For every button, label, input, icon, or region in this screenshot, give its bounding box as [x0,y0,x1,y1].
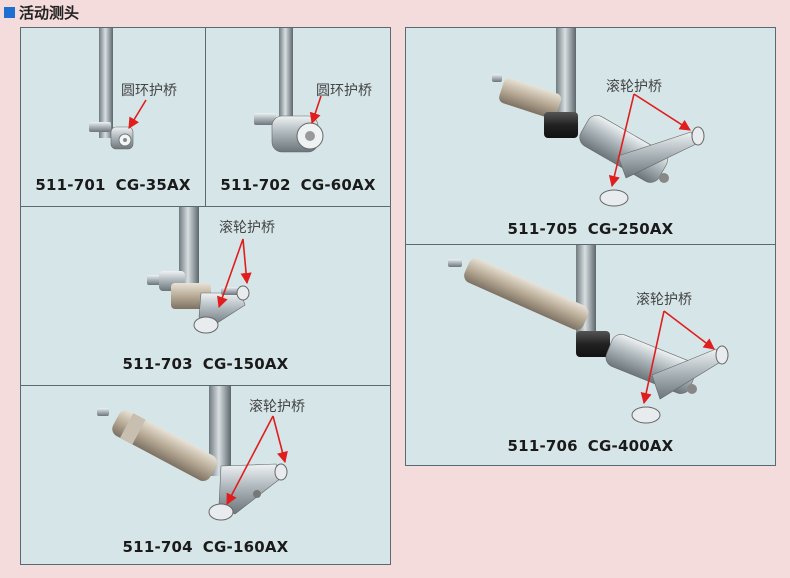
product-code: 511-704 [122,538,193,556]
product-code: 511-701 [35,176,106,194]
section-header: 活动测头 [4,2,79,22]
bridge-label: 圆环护桥 [121,83,177,99]
model-name: CG-400AX [587,437,674,455]
model-name: CG-60AX [300,176,376,194]
blue-square-icon [4,6,15,18]
probe-panel-511-704: 滚轮护桥 511-704 CG-160AX [20,385,391,565]
bridge-label: 滚轮护桥 [606,79,662,95]
model-name: CG-160AX [202,538,289,556]
model-caption: 511-706 CG-400AX [406,437,775,455]
product-code: 511-703 [122,355,193,373]
model-caption: 511-705 CG-250AX [406,220,775,238]
probe-panel-511-705: 滚轮护桥 511-705 CG-250AX [405,27,776,245]
probe-image-cg-400ax [448,245,729,424]
model-name: CG-35AX [115,176,191,194]
model-name: CG-150AX [202,355,289,373]
probe-image-cg-60ax [254,28,324,153]
product-code: 511-706 [507,437,578,455]
probe-image-cg-250ax [492,28,705,207]
product-code: 511-705 [507,220,578,238]
section-title: 活动测头 [19,3,80,22]
model-caption: 511-702 CG-60AX [206,176,390,194]
probe-panel-511-703: 滚轮护桥 511-703 CG-150AX [20,206,391,386]
probe-image-cg-35ax [89,28,147,150]
bridge-label: 滚轮护桥 [249,399,305,415]
model-caption: 511-704 CG-160AX [21,538,390,556]
model-caption: 511-703 CG-150AX [21,355,390,373]
product-code: 511-702 [220,176,291,194]
probe-panel-511-701: 圆环护桥 511-701 CG-35AX [20,27,206,207]
bridge-label: 滚轮护桥 [636,292,692,308]
probe-panel-511-706: 滚轮护桥 511-706 CG-400AX [405,244,776,466]
bridge-label: 滚轮护桥 [219,220,275,236]
probe-image-cg-160ax [97,386,288,521]
probe-image-cg-150ax [147,207,252,334]
model-name: CG-250AX [587,220,674,238]
bridge-label: 圆环护桥 [316,83,372,99]
probe-panel-511-702: 圆环护桥 511-702 CG-60AX [205,27,391,207]
model-caption: 511-701 CG-35AX [21,176,205,194]
